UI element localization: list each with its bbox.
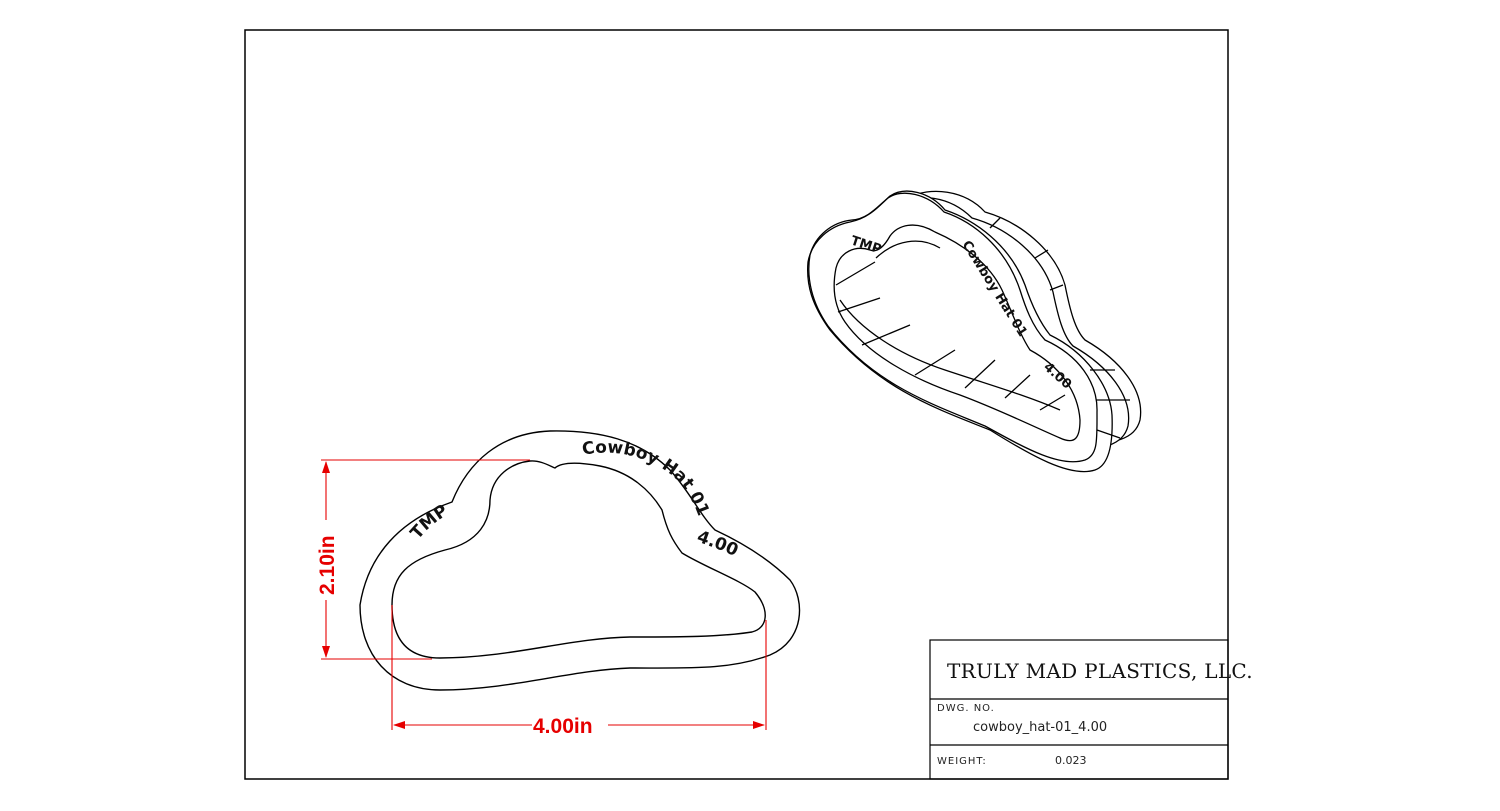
top-inner-outline	[391, 460, 766, 659]
iso-segment-line	[1039, 394, 1066, 411]
iso-segment-line	[861, 324, 911, 346]
top-brand-text: TMP	[407, 501, 452, 543]
height-dimension-label: 2.10in	[316, 535, 339, 595]
width-arrow-left	[393, 721, 405, 729]
top-outer-outline	[359, 430, 801, 691]
dimension-arrows	[322, 461, 765, 729]
iso-segment-line	[1049, 284, 1064, 291]
iso-segment-line	[989, 217, 1001, 229]
height-arrow-top	[322, 461, 330, 473]
drawing-border	[244, 29, 1229, 780]
iso-segment-line	[837, 297, 881, 313]
height-arrow-bottom	[322, 646, 330, 658]
top-view	[359, 430, 801, 691]
iso-segment-line	[1034, 249, 1049, 259]
height-label-bg	[314, 520, 338, 600]
iso-inner-wall	[839, 240, 1061, 411]
iso-segment-line	[914, 349, 956, 376]
iso-segment-line	[964, 359, 996, 389]
dwg-no-label: DWG. NO.	[937, 703, 995, 714]
top-name-text: Cowboy Hat 01	[581, 437, 713, 518]
company-name: TRULY MAD PLASTICS, LLC.	[947, 659, 1253, 683]
weight-label: WEIGHT:	[937, 756, 987, 767]
width-dimension-label: 4.00in	[533, 715, 593, 738]
dwg-no-value: cowboy_hat-01_4.00	[973, 720, 1107, 735]
iso-segment-line	[1096, 429, 1121, 439]
iso-outer-edge	[808, 192, 1098, 463]
isometric-view	[806, 190, 1142, 473]
weight-value: 0.023	[1055, 754, 1087, 767]
iso-segment-line	[835, 261, 876, 286]
title-block-frame	[929, 639, 1229, 780]
iso-inner-edge	[833, 224, 1081, 442]
iso-segment-line	[1004, 374, 1031, 399]
width-arrow-right	[753, 721, 765, 729]
title-block	[929, 639, 1229, 780]
width-label-bg	[532, 714, 608, 736]
